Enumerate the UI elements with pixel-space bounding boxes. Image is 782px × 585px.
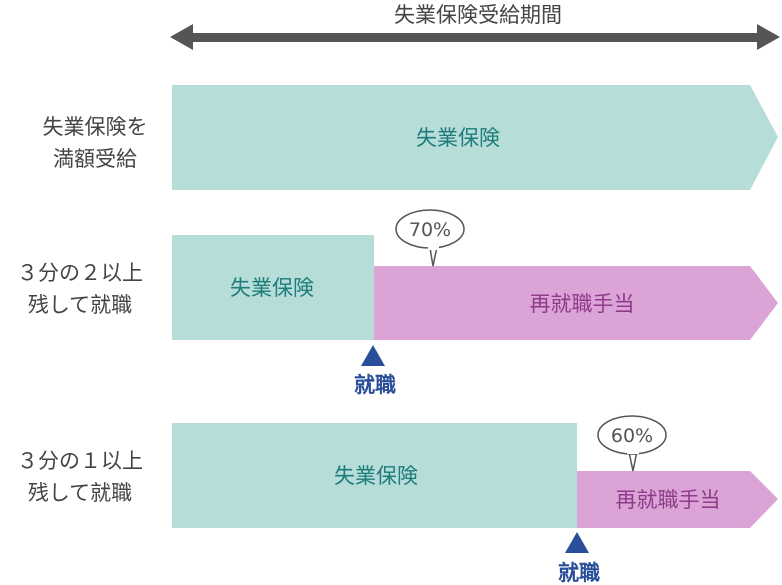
row2-unemployment-bar: [172, 235, 374, 340]
row3-marker-label: 就職: [558, 561, 600, 585]
row3-rate-bubble: [597, 415, 667, 472]
row2-marker-triangle-icon: [361, 345, 385, 366]
row3-reemployment-label: 再就職手当: [616, 488, 721, 512]
row1-unemployment-bar: [172, 85, 778, 190]
row1-label-line1: 失業保険を: [43, 115, 148, 139]
row3-rate: 60%: [611, 425, 653, 447]
row3-unemployment-label: 失業保険: [334, 464, 418, 488]
row2-reemployment-bar: [374, 266, 778, 340]
row3-marker-triangle-icon: [565, 532, 589, 553]
row2-marker-label: 就職: [354, 373, 396, 397]
row3-label-line2: 残して就職: [28, 481, 132, 505]
row2-unemployment-label: 失業保険: [230, 276, 314, 300]
period-arrow: [170, 24, 780, 50]
row2-label-line1: ３分の２以上: [17, 261, 143, 285]
row2-reemployment-label: 再就職手当: [530, 292, 635, 316]
row3-unemployment-bar: [172, 423, 577, 528]
row1-unemployment-label: 失業保険: [416, 126, 500, 150]
row2-label-line2: 残して就職: [28, 293, 132, 317]
row2-rate-bubble: [395, 209, 465, 267]
period-label: 失業保険受給期間: [394, 3, 562, 27]
row3-label-line1: ３分の１以上: [17, 449, 143, 473]
row2-rate: 70%: [409, 219, 451, 241]
row1-label-line2: 満額受給: [53, 147, 137, 171]
row3-reemployment-bar: [577, 471, 778, 528]
